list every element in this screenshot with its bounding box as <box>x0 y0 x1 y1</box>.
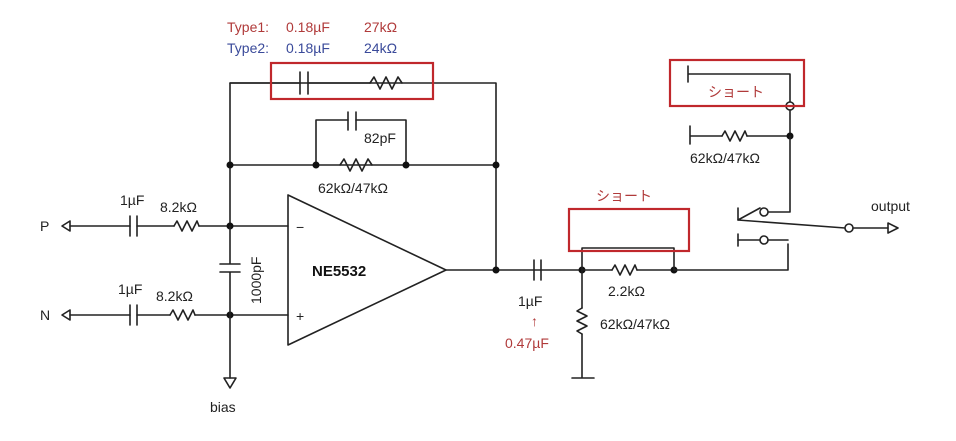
junction-dot <box>492 266 500 274</box>
highlight-box-feedback <box>269 61 435 101</box>
input-n-path <box>61 304 289 326</box>
input-n-label: N <box>40 307 50 323</box>
input-n-res-label: 8.2kΩ <box>156 288 193 304</box>
feedback-outer-loop <box>229 71 497 271</box>
diff-cap-and-bias <box>219 225 241 389</box>
input-p-path <box>61 215 289 237</box>
highlight-box-short-1 <box>567 207 691 253</box>
input-p-label: P <box>40 218 49 234</box>
type1-cap: 0.18µF <box>286 19 330 35</box>
switch-res-label: 62kΩ/47kΩ <box>690 150 760 166</box>
opamp-label: NE5532 <box>312 263 366 280</box>
junction-dot <box>226 161 234 169</box>
out-cap-alt-label: 0.47µF <box>505 335 549 351</box>
type2-cap: 0.18µF <box>286 40 330 56</box>
opamp-plus: + <box>296 308 304 324</box>
output-coupling <box>533 243 789 379</box>
input-n-cap-label: 1µF <box>118 281 142 297</box>
feedback-res-label: 62kΩ/47kΩ <box>318 180 388 196</box>
junction-dot <box>402 161 410 169</box>
input-p-cap-label: 1µF <box>120 192 144 208</box>
highlight-box-short-2 <box>668 58 806 108</box>
short-label-1: ショート <box>596 188 652 204</box>
junction-dot <box>492 161 500 169</box>
input-p-res-label: 8.2kΩ <box>160 199 197 215</box>
short-label-2: ショート <box>708 84 764 100</box>
cap-82pf-label: 82pF <box>364 130 396 146</box>
out-cap-arrow: ↑ <box>531 313 538 329</box>
out-res-label: 2.2kΩ <box>608 283 645 299</box>
shunt-res-label: 62kΩ/47kΩ <box>600 316 670 332</box>
out-cap-label: 1µF <box>518 293 542 309</box>
opamp-minus: − <box>296 219 304 235</box>
bias-label: bias <box>210 399 236 415</box>
junction-dot <box>312 161 320 169</box>
type1-res: 27kΩ <box>364 19 397 35</box>
type2-label: Type2: <box>227 40 269 56</box>
feedback-inner-network <box>226 111 500 172</box>
diff-cap-label: 1000pF <box>248 257 264 304</box>
type1-label: Type1: <box>227 19 269 35</box>
type2-res: 24kΩ <box>364 40 397 56</box>
opamp-ne5532 <box>287 194 583 346</box>
output-label: output <box>871 198 910 214</box>
